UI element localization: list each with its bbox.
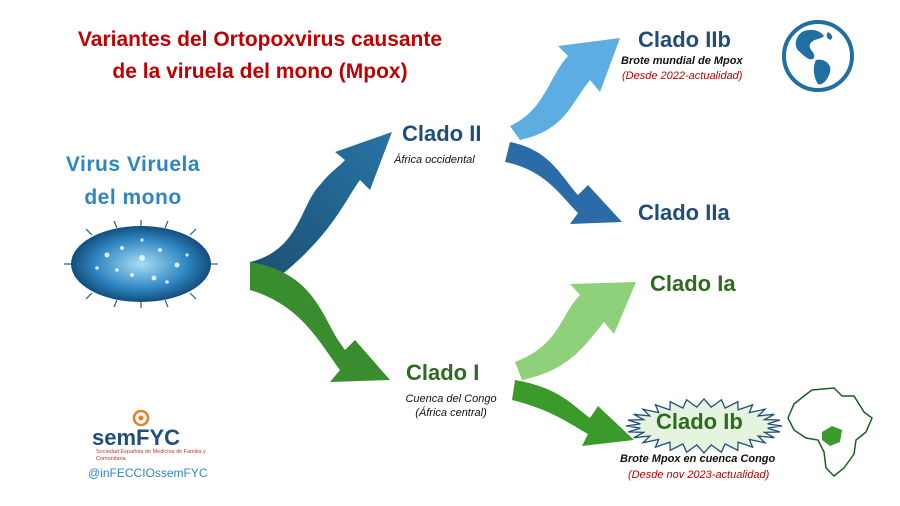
clado-ib-period: (Desde nov 2023-actualidad): [628, 469, 770, 481]
semfyc-logo-name: semFYC: [92, 425, 181, 450]
virus-label-line-2: del mono: [84, 186, 182, 209]
semfyc-logo-icon: [132, 410, 150, 426]
arrow-to-clado-ib: [512, 380, 634, 446]
clado-ib-note: Brote Mpox en cuenca Congo: [620, 453, 776, 465]
arrow-to-clado-iib: [510, 38, 620, 140]
clado-i-note-2: (África central): [415, 407, 487, 419]
clado-ib-label: Clado Ib: [656, 409, 743, 434]
arrow-to-clado-ia: [515, 282, 636, 380]
title-line-2: de la viruela del mono (Mpox): [112, 60, 408, 83]
clado-iib-label: Clado IIb: [638, 27, 731, 52]
clado-i-label: Clado I: [406, 360, 480, 385]
globe-icon: [782, 20, 854, 92]
semfyc-logo-subtitle: Sociedad Española de Medicina de Familia…: [96, 449, 206, 462]
clado-iia-label: Clado IIa: [638, 200, 730, 225]
virus-label-line-1: Virus Viruela: [65, 153, 201, 176]
virus-label: Virus Viruela del mono: [38, 148, 228, 214]
title-line-1: Variantes del Ortopoxvirus causante: [77, 28, 443, 51]
clado-iib-note: Brote mundial de Mpox: [621, 55, 743, 67]
virus-icon: [64, 220, 218, 308]
twitter-handle: @inFECCIOssemFYC: [88, 466, 208, 480]
clado-ib-starburst: [625, 398, 783, 454]
arrow-to-clado-ii: [250, 132, 392, 285]
clado-ii-note: África occidental: [394, 154, 475, 166]
clado-i-note-1: Cuenca del Congo: [405, 393, 497, 405]
africa-map-icon: [787, 387, 873, 478]
diagram-title: Variantes del Ortopoxvirus causante de l…: [40, 24, 480, 88]
arrow-to-clado-i: [250, 262, 390, 382]
arrow-to-clado-iia: [505, 142, 622, 224]
clado-ii-label: Clado II: [402, 121, 482, 146]
clado-ia-label: Clado Ia: [650, 271, 736, 296]
clado-iib-period: (Desde 2022-actualidad): [622, 70, 743, 82]
